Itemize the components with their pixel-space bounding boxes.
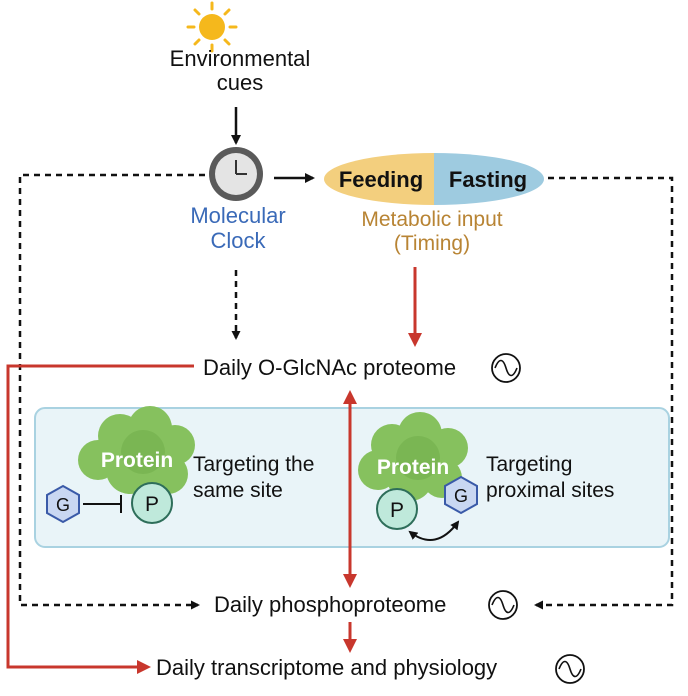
protein-label-right: Protein [377, 456, 449, 479]
proximal-label-line1: Targeting [486, 453, 572, 476]
protein-label-left: Protein [101, 449, 173, 472]
same-site-label-line2: same site [193, 479, 283, 502]
p-label-right: P [390, 499, 404, 522]
same-site-label-line1: Targeting the [193, 453, 314, 476]
metabolic-label-line1: Metabolic input [361, 208, 502, 231]
p-circle-left: P [131, 482, 173, 524]
ogln-oscillation-icon [491, 353, 521, 383]
clock-icon [209, 147, 263, 201]
ogln-to-transcriptome-arrow [6, 364, 194, 674]
g-label-right: G [454, 486, 468, 506]
clock-label-line2: Clock [210, 228, 266, 253]
env-cues-label-line1: Environmental [170, 46, 311, 71]
proximal-crosstalk-curved-arrow [408, 520, 460, 541]
g-hexagon-left: G [46, 484, 80, 524]
env-cues-label-line2: cues [217, 70, 263, 95]
protein-blob-left [78, 406, 195, 494]
p-label-left: P [145, 493, 159, 516]
transcriptome-oscillation-icon [555, 654, 585, 684]
sun-icon [186, 1, 238, 53]
ogln-proteome-label: Daily O-GlcNAc proteome [203, 355, 456, 380]
feeding-fasting-ellipse [324, 153, 544, 205]
g-label-left: G [56, 495, 70, 515]
moon-icon [252, 6, 271, 44]
clock-feedback-dashed-line [18, 173, 205, 610]
clock-label-line1: Molecular [190, 203, 285, 228]
proximal-label-line2: proximal sites [486, 479, 614, 502]
fasting-feedback-dashed-line [534, 176, 674, 610]
p-circle-right: P [376, 488, 418, 530]
phosphoproteome-label: Daily phosphoproteome [214, 592, 446, 617]
fasting-label: Fasting [449, 167, 527, 192]
metabolic-label-line2: (Timing) [394, 232, 470, 255]
phospho-oscillation-icon [488, 590, 518, 620]
g-hexagon-right: G [444, 475, 478, 515]
transcriptome-label: Daily transcriptome and physiology [156, 655, 497, 680]
inhibition-line [83, 495, 122, 513]
feeding-label: Feeding [339, 167, 423, 192]
